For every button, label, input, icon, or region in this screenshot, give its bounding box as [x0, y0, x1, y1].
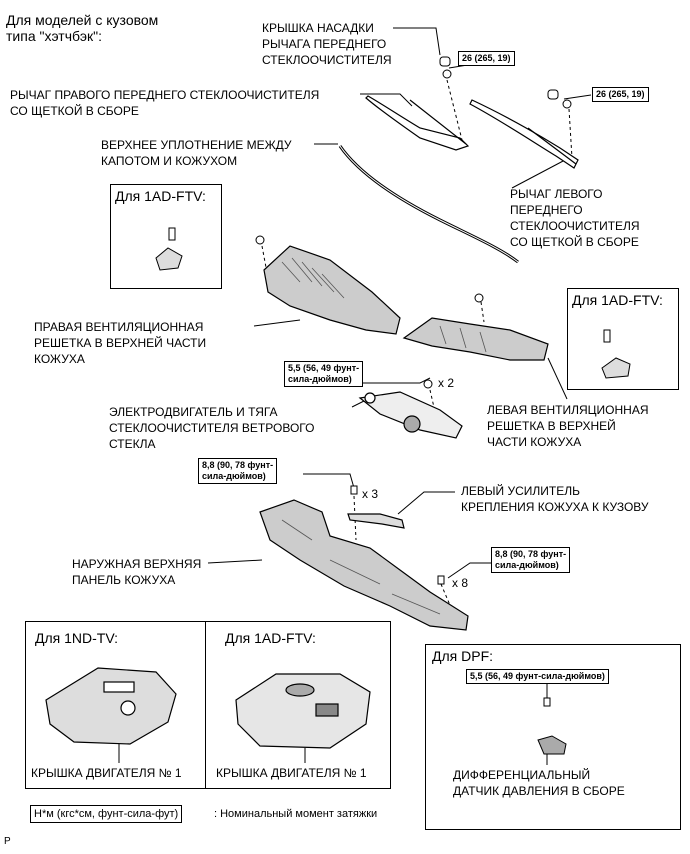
- leader-torque-pr: [447, 562, 491, 579]
- wiper-cap-left: [547, 89, 572, 109]
- engine-cover-1adftv-shape: [235, 673, 371, 749]
- inset-dpf: Для DPF: 5,5 (56, 49 фунт-сила-дюймов) Д…: [425, 644, 681, 830]
- leader-torque-pl: [303, 473, 355, 489]
- left-reinforcement-shape: [347, 513, 405, 529]
- leader-outer-panel: [207, 559, 263, 564]
- leader-left-grille: [547, 357, 568, 400]
- inset-1adftv-left: Для 1AD-FTV:: [110, 184, 222, 289]
- leader-torque-wl: [563, 94, 592, 100]
- leader-right-arm: [360, 93, 413, 107]
- engine-cover-panel: Для 1ND-TV: Для 1AD-FTV: КРЫШКА ДВИГАТЕЛ…: [25, 621, 391, 789]
- left-grille-shape: [402, 317, 549, 361]
- legend-unit-box: Н*м (кгс*см, фунт-сила-фут): [30, 805, 183, 823]
- left-wiper-arm-shape: [469, 99, 579, 169]
- inset-1adftv-engine-title: Для 1AD-FTV:: [225, 630, 316, 646]
- inset-1ndtv-title: Для 1ND-TV:: [35, 630, 119, 646]
- leader-right-grille: [253, 319, 301, 327]
- label-right-wiper-arm: РЫЧАГ ПРАВОГО ПЕРЕДНЕГО СТЕКЛООЧИСТИТЕЛЯ…: [10, 88, 320, 118]
- pressure-sensor-shape: [537, 735, 567, 755]
- torque-wiper-right: 26 (265, 19): [458, 51, 515, 66]
- right-wiper-arm-shape: [365, 95, 470, 151]
- torque-panel-left: 8,8 (90, 78 фунт- сила-дюймов): [198, 458, 278, 484]
- torque-dpf: 5,5 (56, 49 фунт-сила-дюймов): [466, 669, 609, 684]
- engine-cover-label-2: КРЫШКА ДВИГАТЕЛЯ № 1: [216, 766, 367, 780]
- label-left-vent-grille: ЛЕВАЯ ВЕНТИЛЯЦИОННАЯ РЕШЕТКА В ВЕРХНЕЙ Ч…: [487, 403, 649, 449]
- label-wiper-motor: ЭЛЕКТРОДВИГАТЕЛЬ И ТЯГА СТЕКЛООЧИСТИТЕЛЯ…: [109, 405, 315, 451]
- wiper-cap-right: [439, 56, 452, 79]
- engine-cover-label-1: КРЫШКА ДВИГАТЕЛЯ № 1: [31, 766, 182, 780]
- multiplier-panel-left: x 3: [362, 487, 379, 501]
- label-left-reinforcement: ЛЕВЫЙ УСИЛИТЕЛЬ КРЕПЛЕНИЯ КОЖУХА К КУЗОВ…: [461, 484, 649, 514]
- label-outer-panel: НАРУЖНАЯ ВЕРХНЯЯ ПАНЕЛЬ КОЖУХА: [72, 557, 202, 587]
- label-pressure-sensor: ДИФФЕРЕНЦИАЛЬНЫЙ ДАТЧИК ДАВЛЕНИЯ В СБОРЕ: [453, 768, 625, 798]
- legend-description: : Номинальный момент затяжки: [214, 808, 378, 820]
- torque-panel-right: 8,8 (90, 78 фунт- сила-дюймов): [491, 547, 571, 573]
- outer-panel-shape: [259, 499, 469, 631]
- corner-mark: P: [4, 836, 11, 847]
- inset-1adftv-left-title: Для 1AD-FTV:: [115, 188, 206, 204]
- bracket-shape-left: [155, 227, 183, 271]
- torque-motor: 5,5 (56, 49 фунт- сила-дюймов): [284, 361, 364, 387]
- label-wiper-cap: КРЫШКА НАСАДКИ РЫЧАГА ПЕРЕДНЕГО СТЕКЛООЧ…: [262, 21, 392, 67]
- engine-cover-1ndtv-shape: [45, 667, 177, 745]
- inset-1adftv-right: Для 1AD-FTV:: [567, 288, 679, 390]
- label-top-seal: ВЕРХНЕЕ УПЛОТНЕНИЕ МЕЖДУ КАПОТОМ И КОЖУХ…: [101, 138, 292, 168]
- leader-left-arm: [511, 159, 566, 189]
- leader-reinforce: [397, 491, 455, 515]
- bracket-shape-right: [601, 329, 631, 379]
- model-note: Для моделей с кузовом типа "хэтчбэк":: [6, 12, 159, 44]
- top-seal-shape: [338, 145, 519, 264]
- label-right-vent-grille: ПРАВАЯ ВЕНТИЛЯЦИОННАЯ РЕШЕТКА В ВЕРХНЕЙ …: [34, 320, 207, 366]
- multiplier-motor: x 2: [438, 376, 455, 390]
- wiper-motor-shape: [358, 391, 463, 439]
- right-grille-shape: [263, 245, 401, 335]
- inset-1adftv-right-title: Для 1AD-FTV:: [572, 292, 663, 308]
- inset-dpf-title: Для DPF:: [432, 648, 494, 664]
- label-left-wiper-arm: РЫЧАГ ЛЕВОГО ПЕРЕДНЕГО СТЕКЛООЧИСТИТЕЛЯ …: [510, 187, 640, 249]
- engine-cover-divider: [205, 622, 206, 788]
- torque-wiper-left: 26 (265, 19): [592, 87, 649, 102]
- leader-wiper-cap: [393, 27, 441, 56]
- multiplier-panel-right: x 8: [452, 576, 469, 590]
